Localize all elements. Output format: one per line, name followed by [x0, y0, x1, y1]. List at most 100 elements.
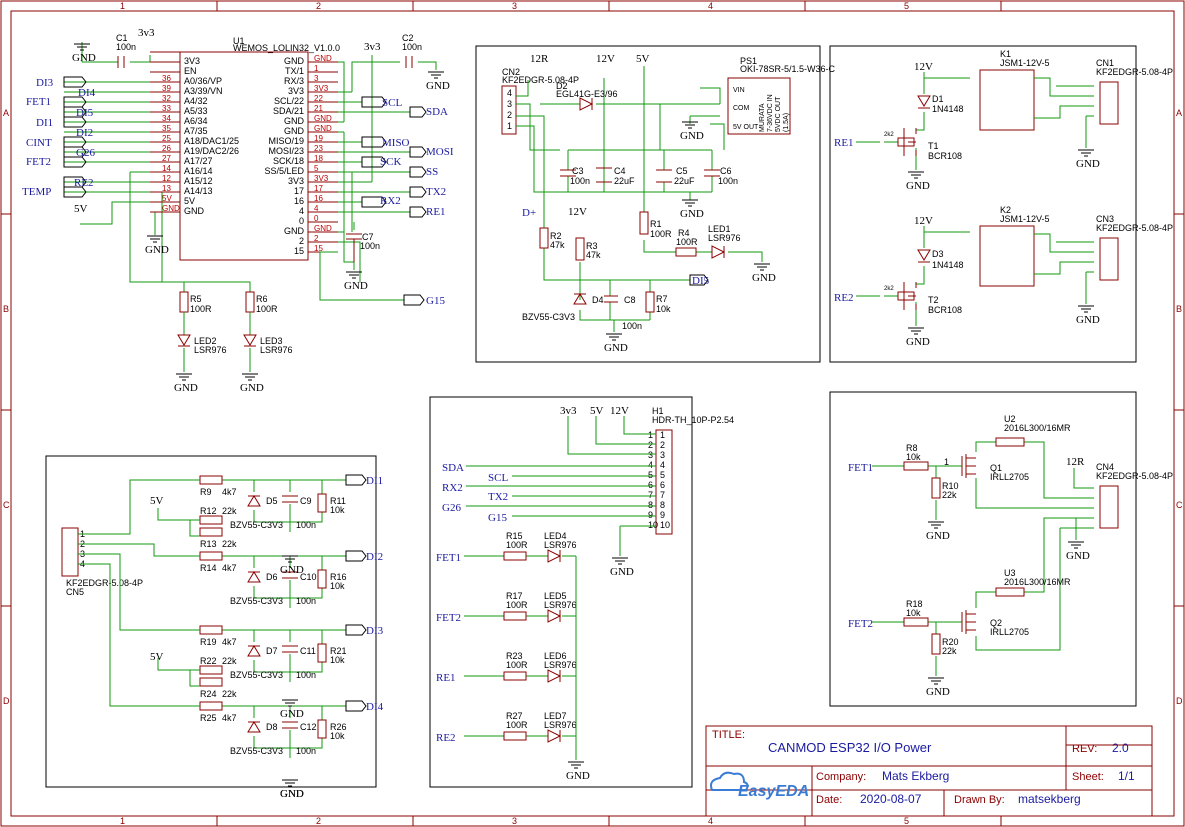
svg-text:100R: 100R [650, 229, 672, 239]
led-row-resistor-ref: R23 [506, 651, 523, 661]
u1-pin-number: GND [314, 124, 332, 133]
h1-pin-number-inner: 1 [660, 430, 665, 440]
gnd-label: GND [280, 708, 304, 720]
input-top-ref: R9 [200, 487, 212, 497]
svg-text:REV:: REV: [1072, 743, 1097, 755]
svg-text:2016L300/16MR: 2016L300/16MR [1004, 577, 1071, 587]
svg-text:R20: R20 [942, 637, 959, 647]
row-label-right: A [1176, 108, 1182, 118]
svg-text:KF2EDGR-5.08-4P: KF2EDGR-5.08-4P [66, 578, 143, 588]
u1-pin-number: 39 [162, 84, 171, 93]
gnd-label: GND [280, 788, 304, 800]
u1-pin-number: 16 [314, 194, 323, 203]
h1-pin-number-inner: 2 [660, 440, 665, 450]
label-12r-fet: 12R [1066, 456, 1085, 468]
gnd-label: GND [240, 382, 264, 394]
input-top-val: 4k7 [222, 563, 237, 573]
u1-pin-number: 25 [162, 134, 171, 143]
svg-text:100n: 100n [622, 321, 642, 331]
led-row-resistor-ref: R27 [506, 711, 523, 721]
u1-pin-name: A17/27 [184, 156, 213, 166]
u1-value: WEMOS_LOLIN32_V1.0.0 [233, 43, 340, 53]
cap-c7: C7 100n [346, 232, 380, 262]
u1-pin-number: 15 [314, 244, 323, 253]
svg-text:CN1: CN1 [1096, 58, 1114, 68]
svg-text:R2: R2 [550, 231, 562, 241]
svg-text:(1.5A): (1.5A) [783, 113, 790, 132]
input-mid-ref: R12 [200, 506, 217, 516]
svg-text:K2: K2 [1000, 205, 1011, 215]
led-row-led-ref: LED5 [544, 591, 567, 601]
net-di5-power: DI5 [692, 275, 710, 287]
input-mid-val: 22k [222, 506, 237, 516]
svg-text:22uF: 22uF [614, 176, 635, 186]
u1-pin-number: 18 [314, 154, 323, 163]
h1-pin-number: 5 [648, 470, 653, 480]
u1-pin-number: 0 [314, 214, 319, 223]
drawn-by: matsekberg [1018, 792, 1081, 806]
u1-pin-number: GND [314, 224, 332, 233]
label-5v-input-1: 5V [150, 495, 164, 507]
svg-text:47k: 47k [586, 250, 601, 260]
svg-text:K1: K1 [1000, 49, 1011, 59]
input-mid-val: 22k [222, 656, 237, 666]
u1-pin-number: 27 [162, 154, 171, 163]
svg-text:H1: H1 [652, 406, 664, 416]
u1-pin-number: 1 [314, 64, 319, 73]
svg-text:5VDC OUT: 5VDC OUT [775, 96, 782, 132]
svg-text:KF2EDGR-5.08-4P: KF2EDGR-5.08-4P [1096, 223, 1173, 233]
svg-text:LSR976: LSR976 [708, 233, 741, 243]
u1-module: U1 WEMOS_LOLIN32_V1.0.0 [179, 36, 340, 261]
svg-text:C3: C3 [572, 166, 584, 176]
h1-pin-number-inner: 8 [660, 500, 665, 510]
h1-pin-number-inner: 10 [660, 520, 670, 530]
u1-pin-name: 16 [294, 196, 304, 206]
u1-pin-name: GND [284, 226, 305, 236]
svg-text:T2: T2 [928, 295, 939, 305]
led-row-led-val: LSR976 [544, 540, 577, 550]
net-di5-left: DI5 [76, 107, 94, 119]
input-cap-val: 100n [296, 746, 316, 756]
col-label-bottom: 2 [316, 816, 321, 826]
svg-text:JSM1-12V-5: JSM1-12V-5 [1000, 58, 1050, 68]
net-di1-left: DI1 [36, 117, 53, 129]
svg-text:U2: U2 [1004, 414, 1016, 424]
svg-text:3: 3 [507, 99, 512, 109]
easyeda-logo-text: EasyEDA [738, 783, 809, 800]
led-row-net: RE1 [436, 672, 456, 684]
input-net: DI4 [366, 701, 384, 713]
u1-pin-number: 13 [162, 184, 171, 193]
input-diode-ref: D5 [266, 496, 278, 506]
u1-pin-name: MISO/19 [268, 136, 304, 146]
svg-text:100R: 100R [190, 304, 212, 314]
relay-channel-1 [856, 69, 1119, 170]
svg-text:IRLL2705: IRLL2705 [990, 627, 1029, 637]
u1-pin-name: SDA/21 [273, 106, 304, 116]
easyeda-logo: EasyEDA [710, 771, 809, 800]
label-5v-header: 5V [590, 405, 604, 417]
net-di4-left: DI4 [78, 87, 96, 99]
svg-text:10k: 10k [906, 608, 921, 618]
input-diode-val: BZV55-C3V3 [230, 520, 283, 530]
led-row-resistor-val: 100R [506, 600, 528, 610]
u1-pin-name: A6/34 [184, 116, 208, 126]
led-row-resistor-val: 100R [506, 660, 528, 670]
input-res-ref: R26 [330, 722, 347, 732]
input-res-val: 10k [330, 731, 345, 741]
input-res-val: 10k [330, 655, 345, 665]
label-12r-power: 12R [530, 53, 549, 65]
u1-5v-label: 5V [74, 203, 88, 215]
net-g15-right: G15 [426, 295, 445, 307]
led-row-led-val: LSR976 [544, 720, 577, 730]
svg-text:C1: C1 [116, 33, 128, 43]
date: 2020-08-07 [860, 792, 922, 806]
u1-pin-name: SCK/18 [273, 156, 304, 166]
col-label-bottom: 3 [512, 816, 517, 826]
svg-text:100R: 100R [676, 237, 698, 247]
u1-pin-name: 2 [299, 236, 304, 246]
u1-pin-number: 17 [314, 184, 323, 193]
svg-text:CN2: CN2 [502, 67, 520, 77]
svg-text:G26: G26 [442, 502, 461, 514]
